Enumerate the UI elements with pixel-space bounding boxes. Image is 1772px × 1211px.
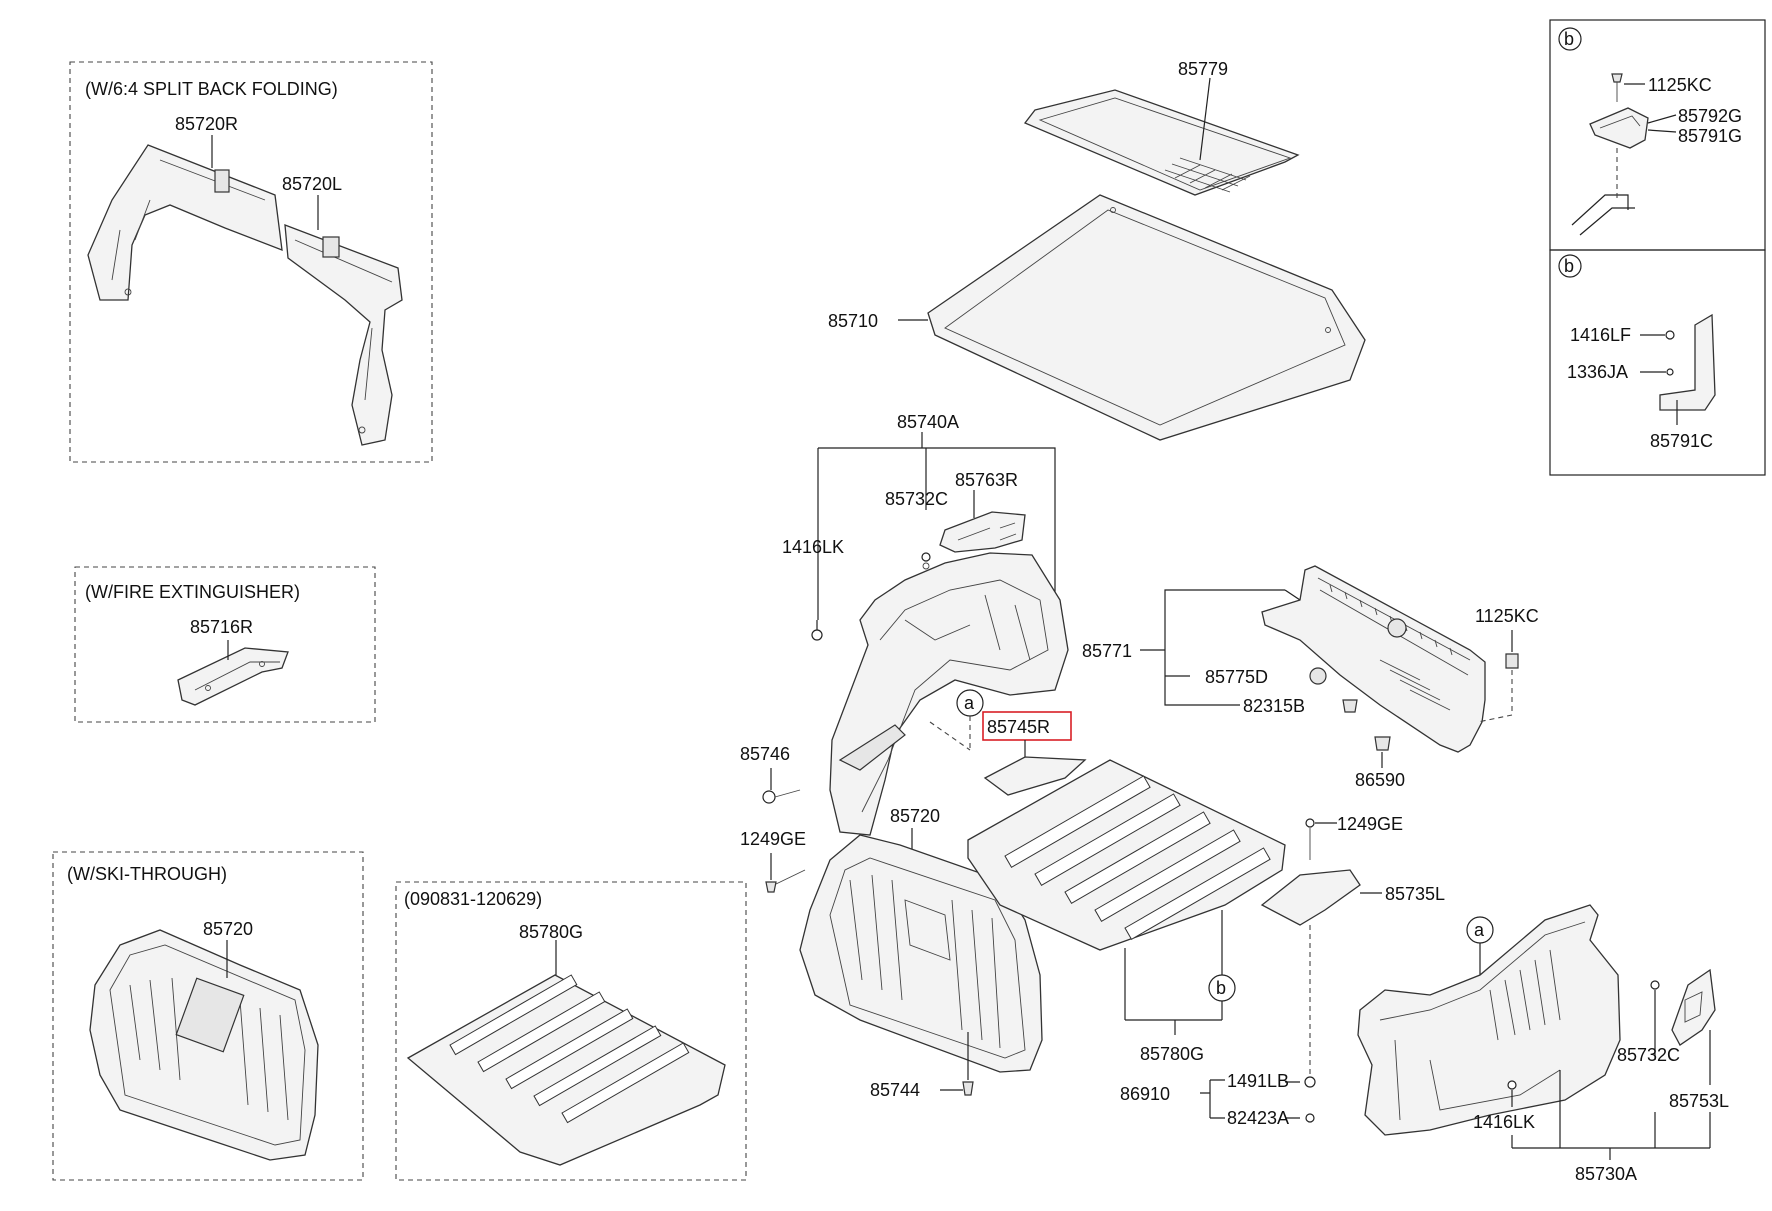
part-85780G-inset-shape	[406, 974, 726, 1166]
callout-b-lower-text: b	[1564, 256, 1574, 276]
inset-ski-through: (W/SKI-THROUGH) 85720	[52, 851, 364, 1181]
part-85730A: a 85732C 85753L 1416LK 85730A	[1357, 904, 1729, 1184]
label-85720L: 85720L	[282, 174, 342, 194]
part-1249GE-left: 1249GE	[740, 829, 806, 893]
label-85710: 85710	[828, 311, 878, 331]
label-1416LF: 1416LF	[1570, 325, 1631, 345]
inset-fire-extinguisher-title: (W/FIRE EXTINGUISHER)	[85, 582, 300, 602]
callout-a-right-text: a	[1474, 920, 1485, 940]
part-85746: 85746	[740, 744, 801, 804]
part-85735L-group: 1249GE 85735L 86910 1491LB 82423A	[1120, 814, 1445, 1128]
label-1125KC-mid: 1125KC	[1475, 606, 1539, 626]
callout-a-left: a	[929, 689, 984, 751]
label-1125KC-top: 1125KC	[1648, 75, 1712, 95]
label-85775D: 85775D	[1205, 667, 1268, 687]
part-85720L-shape	[284, 224, 403, 446]
label-85746: 85746	[740, 744, 790, 764]
part-85779: 85779	[1023, 59, 1300, 196]
inset-split-back-folding-title: (W/6:4 SPLIT BACK FOLDING)	[85, 79, 338, 99]
detail-box-b-lower: b 1416LF 1336JA 85791C	[1549, 249, 1766, 476]
label-1491LB: 1491LB	[1227, 1071, 1289, 1091]
label-85792G: 85792G	[1678, 106, 1742, 126]
part-85740A: 85740A 85763R 85732C 1416LK	[782, 412, 1069, 836]
highlight-85745R	[982, 711, 1072, 741]
label-85730A: 85730A	[1575, 1164, 1637, 1184]
label-1249GE-right: 1249GE	[1337, 814, 1403, 834]
label-85791C: 85791C	[1650, 431, 1713, 451]
label-82315B: 82315B	[1243, 696, 1305, 716]
label-85740A: 85740A	[897, 412, 959, 432]
label-85771: 85771	[1082, 641, 1132, 661]
label-85763R: 85763R	[955, 470, 1018, 490]
label-85780G-inset: 85780G	[519, 922, 583, 942]
label-85720R: 85720R	[175, 114, 238, 134]
inset-split-back-folding: (W/6:4 SPLIT BACK FOLDING) 85720R 85720L	[69, 61, 433, 463]
label-85780G-main: 85780G	[1140, 1044, 1204, 1064]
detail-box-b-upper: b 1125KC 85792G 85791G	[1549, 19, 1766, 251]
inset-fire-extinguisher: (W/FIRE EXTINGUISHER) 85716R	[74, 566, 376, 723]
part-85763R-shape	[939, 511, 1026, 553]
inset-ski-through-title: (W/SKI-THROUGH)	[67, 864, 227, 884]
callout-b-floor-text: b	[1216, 978, 1226, 998]
part-85710: 85710	[828, 194, 1366, 441]
callout-a-left-text: a	[964, 693, 975, 713]
label-1249GE-left: 1249GE	[740, 829, 806, 849]
label-86910: 86910	[1120, 1084, 1170, 1104]
label-85720-ski: 85720	[203, 919, 253, 939]
inset-date-range: (090831-120629) 85780G	[395, 881, 747, 1181]
part-85745R: 85745R	[982, 711, 1087, 796]
part-85771: 85771 85775D 82315B 86590 1125KC	[1082, 565, 1539, 790]
inset-date-range-title: (090831-120629)	[404, 889, 542, 909]
part-85720-main: 85720 85744	[799, 806, 1043, 1100]
label-1416LK-top: 1416LK	[782, 537, 844, 557]
part-85780G-main: 85780G b	[967, 759, 1286, 1064]
label-85732C-top: 85732C	[885, 489, 948, 509]
label-1416LK-bot: 1416LK	[1473, 1112, 1535, 1132]
label-85735L: 85735L	[1385, 884, 1445, 904]
label-1336JA: 1336JA	[1567, 362, 1628, 382]
part-85720R-shape	[87, 144, 283, 301]
label-82423A: 82423A	[1227, 1108, 1289, 1128]
label-86590: 86590	[1355, 770, 1405, 790]
label-85720-main: 85720	[890, 806, 940, 826]
label-85791G: 85791G	[1678, 126, 1742, 146]
label-85779: 85779	[1178, 59, 1228, 79]
label-85745R: 85745R	[987, 717, 1050, 737]
label-85716R: 85716R	[190, 617, 253, 637]
label-85732C-bot: 85732C	[1617, 1045, 1680, 1065]
label-85744: 85744	[870, 1080, 920, 1100]
part-85716R-shape	[177, 647, 289, 706]
label-85753L: 85753L	[1669, 1091, 1729, 1111]
callout-b-upper-text: b	[1564, 29, 1574, 49]
